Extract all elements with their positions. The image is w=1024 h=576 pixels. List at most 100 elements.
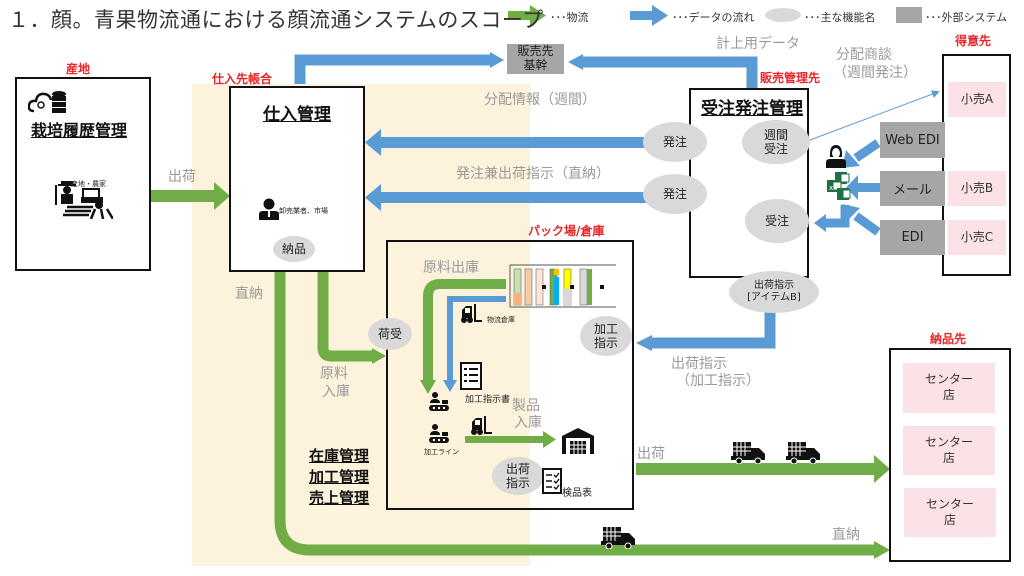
external-web-edi: Web EDI bbox=[880, 122, 945, 158]
flow-label-raw-in-1: 原料 bbox=[320, 366, 348, 382]
center-store-2-line2: 店 bbox=[942, 450, 955, 465]
arrow-product-in bbox=[465, 431, 556, 448]
arrow-direct-delivery bbox=[274, 272, 890, 559]
forklift-icon-2 bbox=[471, 416, 492, 435]
shipping-instr-line2: [アイテムB] bbox=[747, 292, 801, 303]
function-delivery: 納品 bbox=[273, 236, 315, 262]
processing-instr-line2: 指示 bbox=[593, 336, 618, 350]
function-purchase-order-1: 発注 bbox=[643, 122, 707, 162]
external-edi: EDI bbox=[880, 220, 945, 255]
center-store-1-line1: センター bbox=[924, 372, 973, 387]
flow-label-distribution-talk-1: 分配商談 bbox=[836, 47, 892, 63]
arrow-mail-to-operator bbox=[846, 175, 880, 200]
center-store-2: センター 店 bbox=[903, 426, 995, 475]
arrow-origin-to-purchase bbox=[150, 182, 230, 210]
arrow-ship-instr-to-processing bbox=[636, 310, 776, 351]
delivery-label: 納品先 bbox=[930, 332, 967, 346]
forklift-icon bbox=[461, 304, 482, 323]
instruction-sheet-caption: 加工指示書 bbox=[465, 395, 511, 405]
retail-a: 小売A bbox=[948, 82, 1006, 117]
truck-icon-1 bbox=[731, 442, 765, 464]
logistics-warehouse-caption: 物流倉庫 bbox=[487, 316, 515, 324]
retail-b: 小売B bbox=[948, 171, 1006, 206]
instruction-sheet-icon bbox=[460, 362, 482, 390]
storage-shelf-icon bbox=[509, 264, 616, 308]
function-processing-instruction: 加工 指示 bbox=[580, 316, 632, 356]
mgmt-inventory: 在庫管理 bbox=[309, 447, 370, 465]
processing-instr-line1: 加工 bbox=[593, 321, 618, 336]
center-store-2-line1: センター bbox=[924, 434, 973, 449]
warehouse-box bbox=[386, 240, 634, 510]
origin-title: 栽培履歴管理 bbox=[31, 121, 128, 140]
operator-icon bbox=[826, 145, 846, 168]
raw-out-label: 原料出庫 bbox=[423, 260, 479, 276]
retail-c: 小売C bbox=[948, 220, 1006, 255]
worker-conveyor-icon-2 bbox=[429, 424, 449, 443]
arrow-purchase-to-sales-system bbox=[294, 52, 504, 84]
function-purchase-order-2: 発注 bbox=[643, 174, 707, 214]
flow-label-booking-data: 計上用データ bbox=[716, 36, 800, 52]
farmer-tractor-icon bbox=[55, 181, 113, 219]
weekly-order-line1: 週間 bbox=[763, 127, 788, 142]
flow-label-ship-instr-1: 出荷指示 bbox=[671, 356, 727, 372]
legend-green-arrow bbox=[508, 5, 546, 26]
product-in-label-1: 製品 bbox=[512, 398, 540, 414]
legend-external-system: ･･･外部システム bbox=[925, 11, 1008, 24]
legend-gray-ellipse bbox=[765, 8, 801, 22]
truck-icon-2 bbox=[786, 442, 820, 464]
sales-system-line2: 基幹 bbox=[523, 58, 548, 72]
flow-label-ship-to-stores: 出荷 bbox=[637, 446, 665, 462]
center-store-3-line2: 店 bbox=[943, 512, 956, 527]
worker-conveyor-icon-1 bbox=[429, 392, 449, 411]
weekly-order-line2: 受注 bbox=[763, 142, 788, 156]
origin-box: 栽培履歴管理 産地・農家 bbox=[15, 77, 151, 271]
purchase-box: 仕入管理 卸売業者、市場 納品 bbox=[229, 86, 365, 272]
processing-line-caption: 加工ライン bbox=[424, 448, 459, 456]
center-store-1: センター 店 bbox=[903, 363, 995, 413]
arrow-operator-to-order-received bbox=[814, 205, 850, 232]
order-mgmt-box: 受注発注管理 bbox=[689, 88, 809, 278]
retail-b-label: 小売B bbox=[960, 180, 994, 195]
function-order-received: 受注 bbox=[745, 199, 809, 243]
arrow-order-to-sales-system bbox=[568, 54, 758, 88]
function-shipping-instruction-warehouse: 出荷 指示 bbox=[492, 457, 544, 495]
arrow-order2-to-purchase bbox=[365, 184, 646, 211]
flow-label-direct-delivery-left: 直納 bbox=[235, 286, 263, 302]
function-shipping-instruction: 出荷指示 [アイテムB] bbox=[729, 271, 819, 313]
flow-label-order-and-ship: 発注兼出荷指示（直納） bbox=[456, 166, 610, 182]
retail-a-label: 小売A bbox=[960, 91, 994, 106]
purchase-title: 仕入管理 bbox=[263, 105, 331, 125]
page-title: １．顔。青果物流通における顔流通システムのスコープ bbox=[8, 8, 544, 32]
mgmt-processing: 加工管理 bbox=[309, 468, 370, 486]
inspection-sheet-caption: 検品表 bbox=[562, 488, 592, 499]
function-receiving: 荷受 bbox=[368, 318, 412, 350]
function-delivery-label: 納品 bbox=[281, 241, 306, 256]
sales-system-line1: 販売先 bbox=[517, 44, 554, 59]
external-mail: メール bbox=[880, 171, 945, 206]
warehouse-building-icon bbox=[562, 428, 594, 454]
warehouse-ship-instr-line1: 出荷 bbox=[505, 461, 530, 476]
truck-icon-3 bbox=[601, 527, 635, 549]
svg-text:x: x bbox=[829, 184, 833, 192]
inspection-sheet-icon bbox=[542, 468, 562, 494]
purchase-label: 仕入先帳合 bbox=[212, 72, 273, 86]
shipping-instr-line1: 出荷指示 bbox=[754, 280, 794, 291]
arrow-order1-to-purchase bbox=[365, 129, 646, 156]
order-mgmt-label: 販売管理先 bbox=[760, 71, 821, 85]
legend-logistics: ･･･物流 bbox=[550, 11, 589, 24]
wholesaler-caption: 卸売業者、市場 bbox=[279, 207, 328, 215]
arrow-webedi-to-operator bbox=[842, 139, 881, 168]
flow-label-ship-from-origin: 出荷 bbox=[168, 169, 196, 185]
center-store-3: センター 店 bbox=[904, 488, 996, 537]
origin-label: 産地 bbox=[66, 62, 91, 76]
center-store-3-line1: センター bbox=[925, 496, 974, 511]
flow-label-distribution-talk-2: （週間発注） bbox=[833, 65, 917, 81]
arrow-weekly-order-to-retail-a bbox=[809, 90, 940, 141]
mgmt-sales: 売上管理 bbox=[309, 489, 370, 507]
arrow-purchase-to-receiving bbox=[317, 272, 386, 364]
edi-label: EDI bbox=[901, 230, 924, 245]
center-store-1-line2: 店 bbox=[942, 388, 955, 402]
external-sales-system: 販売先 基幹 bbox=[507, 44, 564, 74]
warehouse-label: パック場/倉庫 bbox=[528, 224, 605, 238]
farmer-caption: 産地・農家 bbox=[71, 180, 106, 188]
